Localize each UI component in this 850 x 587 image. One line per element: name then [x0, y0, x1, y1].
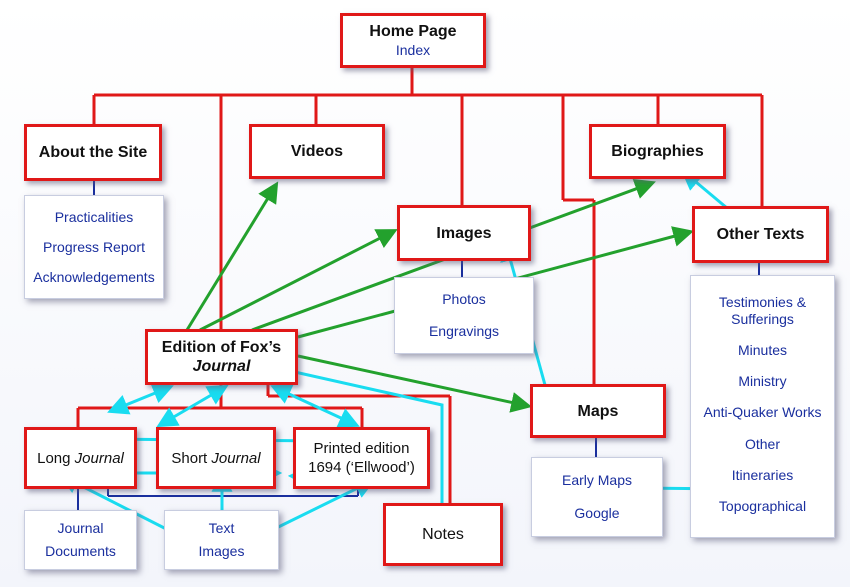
home-page-index-link[interactable]: Index [395, 42, 431, 58]
printed-edition-line1: Printed edition [313, 440, 410, 457]
short-journal-title: Short Journal [171, 449, 260, 468]
google-maps-link[interactable]: Google [574, 505, 620, 521]
images-title: Images [436, 224, 492, 242]
acknowledgements-link[interactable]: Acknowledgements [33, 268, 155, 285]
printed-edition-line2: 1694 (‘Ellwood’) [308, 459, 415, 476]
practicalities-link[interactable]: Practicalities [54, 208, 134, 225]
text-images-panel: Text Images [164, 510, 279, 570]
biographies-node[interactable]: Biographies [589, 124, 726, 179]
testimonies-sufferings-link[interactable]: Testimonies & Sufferings [718, 294, 807, 327]
notes-node[interactable]: Notes [383, 503, 503, 566]
edition-title: Edition of Fox’s [161, 339, 282, 356]
edition-of-foxs-journal-node[interactable]: Edition of Fox’s Journal [145, 329, 298, 385]
panel-connectors [77, 181, 760, 510]
printed-edition-node[interactable]: Printed edition 1694 (‘Ellwood’) [293, 427, 430, 489]
other-texts-links-panel: Testimonies & Sufferings Minutes Ministr… [690, 275, 835, 538]
journal-documents-panel: Journal Documents [24, 510, 137, 570]
text-images-link-line1[interactable]: Text [208, 520, 235, 536]
about-the-site-node[interactable]: About the Site [24, 124, 162, 181]
home-page-node[interactable]: Home Page Index [340, 13, 486, 68]
text-images-link-line2[interactable]: Images [198, 543, 245, 559]
journal-documents-link-line1[interactable]: Journal [57, 520, 104, 536]
biographies-title: Biographies [611, 143, 704, 160]
long-journal-node[interactable]: Long Journal [24, 427, 137, 489]
long-journal-title: Long Journal [37, 449, 124, 468]
videos-node[interactable]: Videos [249, 124, 385, 179]
long-journal-label: Long [37, 449, 75, 467]
notes-title: Notes [422, 526, 464, 543]
other-texts-title: Other Texts [716, 226, 805, 243]
images-links-panel: Photos Engravings [394, 277, 534, 354]
home-page-title: Home Page [369, 23, 457, 40]
anti-quaker-works-link[interactable]: Anti-Quaker Works [703, 404, 822, 421]
about-the-site-title: About the Site [38, 144, 148, 161]
images-node[interactable]: Images [397, 205, 531, 261]
edition-title-journal: Journal [192, 358, 251, 375]
short-journal-node[interactable]: Short Journal [156, 427, 276, 489]
topographical-link[interactable]: Topographical [718, 497, 807, 514]
videos-title: Videos [290, 143, 344, 160]
ministry-link[interactable]: Ministry [738, 373, 787, 390]
other-texts-node[interactable]: Other Texts [692, 206, 829, 263]
early-maps-link[interactable]: Early Maps [561, 472, 633, 488]
maps-node[interactable]: Maps [530, 384, 666, 438]
about-links-panel: Practicalities Progress Report Acknowled… [24, 195, 164, 299]
photos-link[interactable]: Photos [442, 291, 486, 308]
maps-title: Maps [577, 402, 619, 420]
minutes-link[interactable]: Minutes [737, 342, 788, 359]
short-journal-label: Short [171, 449, 212, 467]
progress-report-link[interactable]: Progress Report [43, 238, 145, 255]
maps-links-panel: Early Maps Google [531, 457, 663, 537]
journal-documents-link-line2[interactable]: Documents [45, 543, 116, 559]
itineraries-link[interactable]: Itineraries [731, 466, 794, 483]
engravings-link[interactable]: Engravings [428, 322, 500, 339]
long-journal-label-em: Journal [74, 449, 124, 467]
other-link[interactable]: Other [744, 435, 780, 452]
short-journal-label-em: Journal [211, 449, 261, 467]
